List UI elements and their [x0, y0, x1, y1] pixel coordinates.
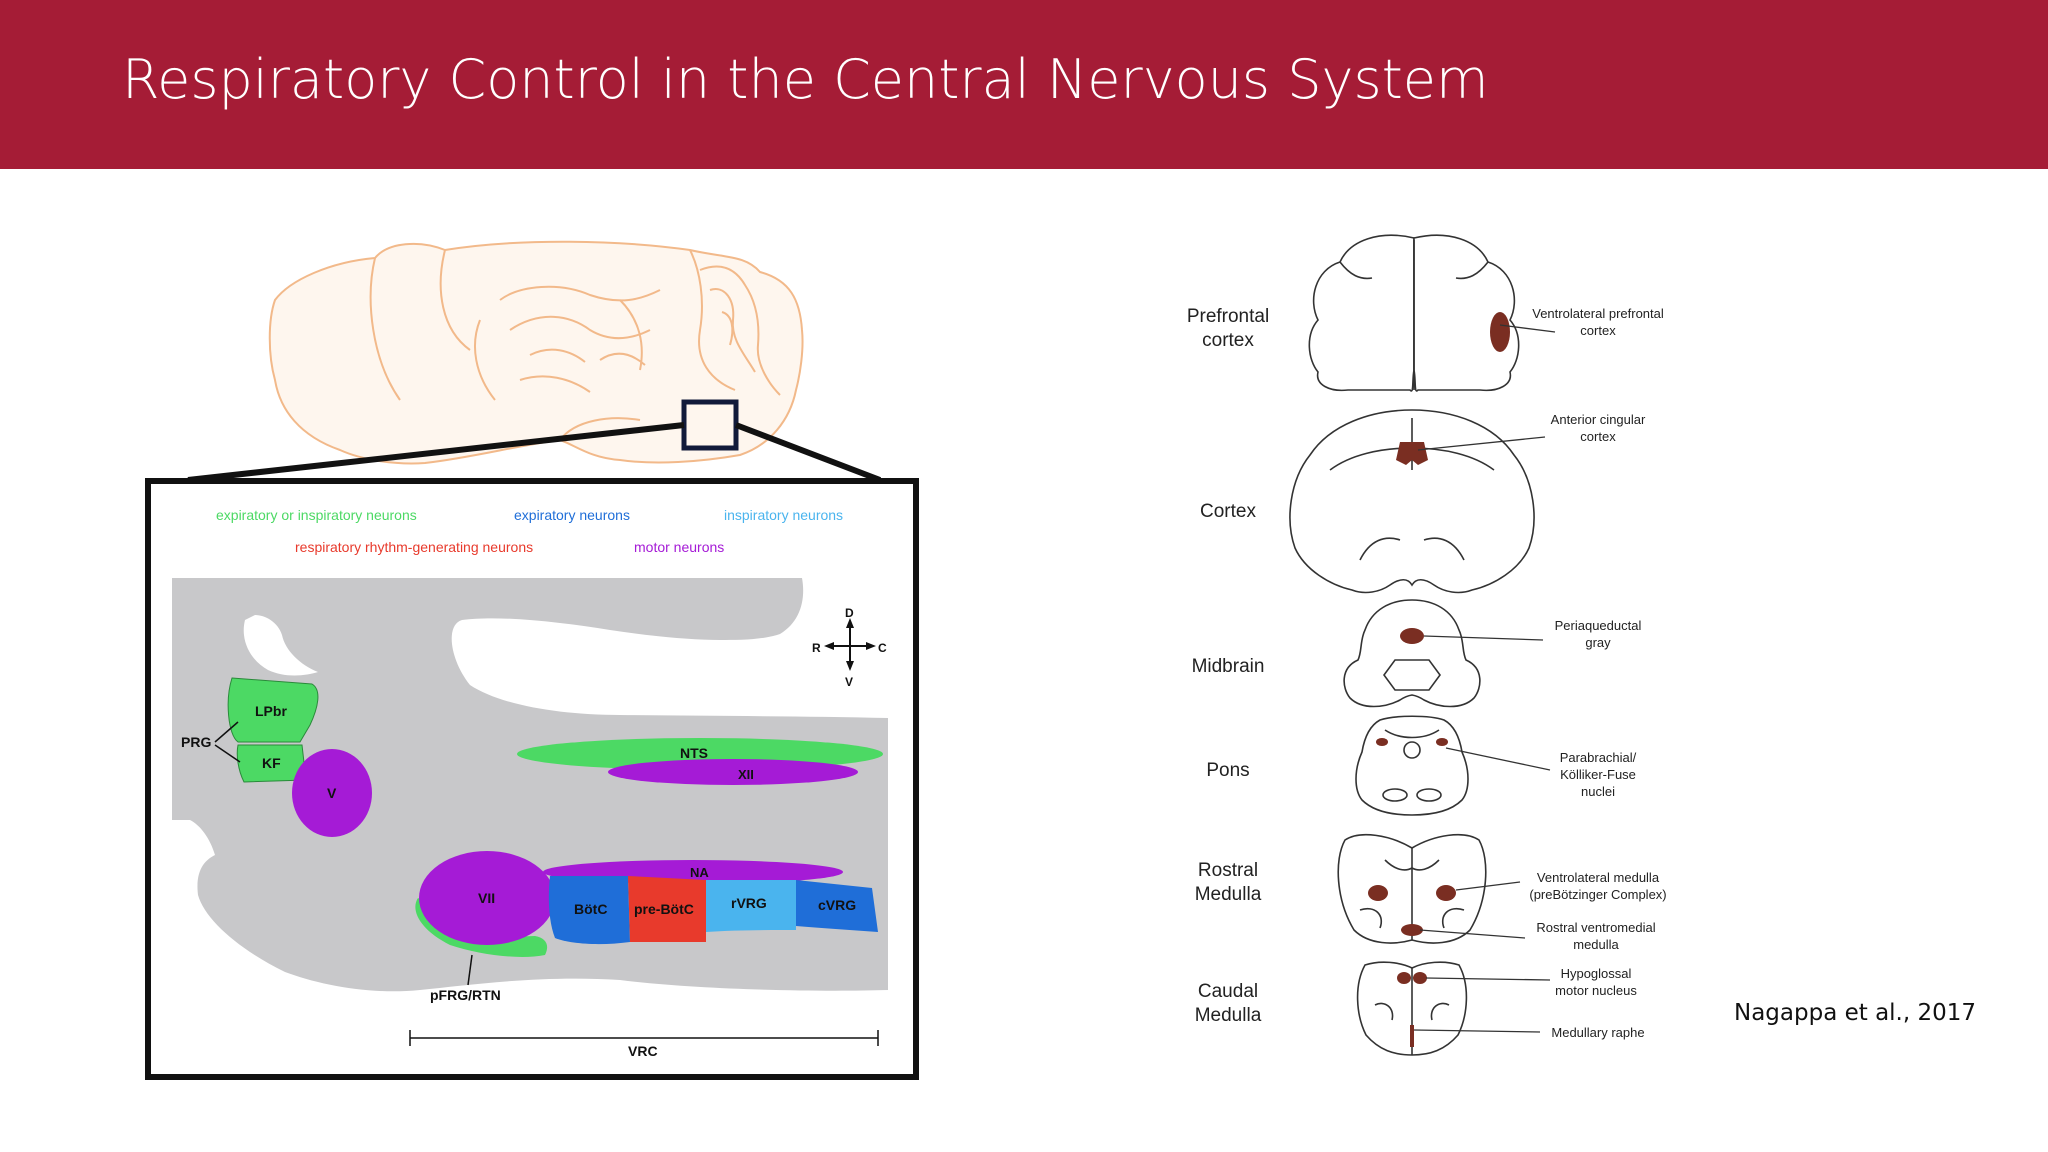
label-periaqueductal: Periaqueductal	[1555, 618, 1642, 633]
label-cvrg: cVRG	[818, 897, 856, 913]
label-periaqueductal-2: gray	[1585, 635, 1611, 650]
level-name-prefrontal: Prefrontal	[1187, 306, 1269, 327]
label-pfrg-rtn: pFRG/RTN	[430, 987, 501, 1003]
label-botc: BötC	[574, 901, 607, 917]
label-na: NA	[690, 865, 709, 880]
label-pre-botc: pre-BötC	[634, 901, 694, 917]
lesion-medullary-raphe	[1410, 1025, 1414, 1047]
lesion-anterior-cingulate	[1396, 442, 1428, 465]
region-v-trigeminal	[292, 749, 372, 837]
brain-sagittal-outline	[268, 240, 804, 465]
lesion-hypoglossal-right	[1413, 972, 1427, 984]
lesion-ventrolateral-prefrontal	[1490, 312, 1510, 352]
title-banner: Respiratory Control in the Central Nervo…	[0, 0, 2048, 169]
region-botc	[548, 876, 630, 945]
label-parabrachial-3: nuclei	[1581, 784, 1615, 799]
vrc-extent-bar	[409, 1030, 879, 1046]
orientation-compass: D R C V	[812, 606, 887, 689]
label-vrc: VRC	[628, 1043, 658, 1059]
legend-motor: motor neurons	[634, 539, 724, 555]
legend-expiratory-or-inspiratory: expiratory or inspiratory neurons	[216, 507, 417, 523]
section-caudal-medulla	[1356, 961, 1468, 1056]
zoom-line-right	[734, 422, 882, 483]
zoom-line-left	[187, 422, 685, 483]
slide-title: Respiratory Control in the Central Nervo…	[122, 48, 1489, 111]
region-lpbr	[227, 677, 319, 743]
level-name-caudal-2: Medulla	[1195, 1005, 1262, 1026]
label-ventrolateral-medulla: Ventrolateral medulla	[1537, 870, 1660, 885]
label-anterior-cingular: Anterior cingular	[1551, 412, 1646, 427]
label-ventrolateral-prefrontal-2: cortex	[1580, 323, 1616, 338]
lesion-ventrolateral-medulla-right	[1436, 885, 1456, 901]
level-name-rostral: Rostral	[1198, 860, 1258, 881]
region-pre-botc	[628, 876, 706, 942]
region-vii	[419, 851, 555, 945]
label-xii: XII	[738, 767, 754, 782]
compass-dorsal: D	[845, 606, 854, 620]
label-hypoglossal: Hypoglossal	[1561, 966, 1632, 981]
label-parabrachial-2: Kölliker-Fuse	[1560, 767, 1636, 782]
level-name-prefrontal-2: cortex	[1202, 330, 1254, 351]
section-pons	[1355, 715, 1469, 816]
region-rvrg	[706, 880, 796, 932]
label-ventrolateral-medulla-2: (preBötzinger Complex)	[1529, 887, 1666, 902]
legend-inspiratory: inspiratory neurons	[724, 507, 843, 523]
label-parabrachial: Parabrachial/	[1560, 750, 1637, 765]
label-prg: PRG	[181, 734, 211, 750]
label-anterior-cingular-2: cortex	[1580, 429, 1616, 444]
level-name-rostral-2: Medulla	[1195, 884, 1262, 905]
compass-ventral: V	[845, 675, 853, 689]
label-kf: KF	[262, 755, 281, 771]
region-xii	[608, 759, 858, 785]
level-name-pons: Pons	[1206, 760, 1249, 781]
lesion-rostral-ventromedial	[1401, 924, 1423, 936]
compass-caudal: C	[878, 641, 887, 655]
label-v: V	[327, 785, 337, 801]
level-name-midbrain: Midbrain	[1192, 656, 1265, 677]
label-lpbr: LPbr	[255, 703, 287, 719]
level-name-caudal: Caudal	[1198, 981, 1258, 1002]
level-name-cortex: Cortex	[1200, 501, 1256, 522]
section-prefrontal	[1308, 234, 1520, 392]
label-medullary-raphe: Medullary raphe	[1551, 1025, 1644, 1040]
label-rostral-ventromedial: Rostral ventromedial	[1536, 920, 1655, 935]
lesion-parabrachial-left	[1376, 738, 1388, 746]
region-cvrg	[796, 880, 878, 932]
gray-region-notch	[243, 615, 318, 676]
section-cortex	[1289, 409, 1535, 594]
region-pfrg-rtn	[415, 898, 548, 957]
lesion-hypoglossal-left	[1397, 972, 1411, 984]
citation: Nagappa et al., 2017	[1734, 1000, 1977, 1026]
compass-rostral: R	[812, 641, 821, 655]
label-ventrolateral-prefrontal: Ventrolateral prefrontal	[1532, 306, 1664, 321]
label-vii: VII	[478, 890, 495, 906]
lesion-periaqueductal-gray	[1400, 628, 1424, 644]
section-rostral-medulla	[1337, 833, 1487, 944]
label-rostral-ventromedial-2: medulla	[1573, 937, 1619, 952]
legend-rhythm-generating: respiratory rhythm-generating neurons	[295, 539, 533, 555]
lesion-ventrolateral-medulla-left	[1368, 885, 1388, 901]
legend: expiratory or inspiratory neurons expira…	[216, 507, 843, 555]
lesion-parabrachial-right	[1436, 738, 1448, 746]
label-nts: NTS	[680, 745, 708, 761]
label-hypoglossal-2: motor nucleus	[1555, 983, 1637, 998]
label-rvrg: rVRG	[731, 895, 767, 911]
legend-expiratory: expiratory neurons	[514, 507, 630, 523]
section-midbrain	[1343, 599, 1481, 708]
